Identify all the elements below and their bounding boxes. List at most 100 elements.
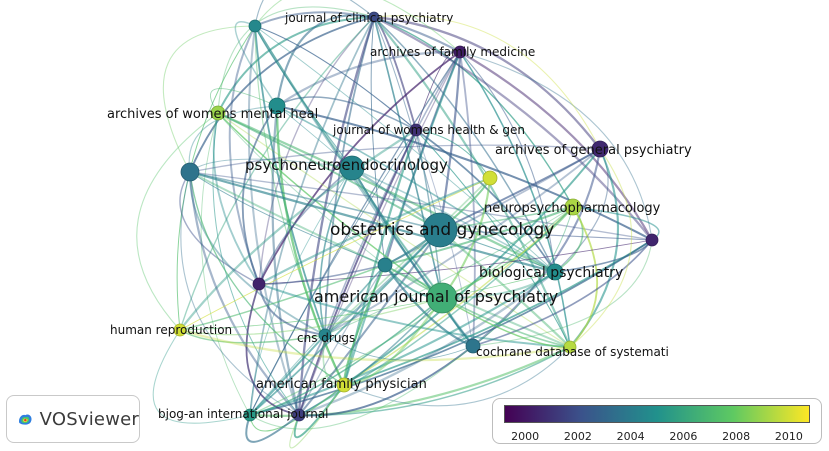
network-link	[217, 15, 375, 114]
network-link	[254, 25, 556, 273]
network-link	[298, 264, 386, 416]
network-link	[298, 345, 474, 417]
network-link	[210, 88, 278, 114]
network-link	[384, 264, 474, 348]
network-link	[276, 96, 417, 131]
network-link	[254, 25, 326, 336]
network-link	[249, 297, 443, 416]
journal-node-neuropsychopharmacology[interactable]	[564, 198, 582, 216]
network-link	[441, 297, 571, 348]
network-link	[200, 112, 251, 416]
network-link	[179, 16, 375, 331]
legend-tick-label: 2008	[722, 430, 751, 443]
journal-label[interactable]: archives of general psychiatry	[495, 143, 692, 158]
network-link	[188, 105, 278, 173]
network-link	[373, 15, 601, 150]
journal-label[interactable]: neuropsychopharmacology	[484, 201, 661, 216]
journal-label[interactable]: cns drugs	[297, 331, 355, 345]
legend-tick-label: 2006	[669, 430, 698, 443]
journal-label[interactable]: obstetrics and gynecology	[330, 220, 554, 240]
journal-node[interactable]	[482, 170, 498, 186]
network-link	[189, 171, 571, 348]
network-link	[189, 171, 326, 336]
network-link	[373, 16, 556, 273]
journal-node-biological-psychiatry[interactable]	[546, 263, 564, 281]
network-link	[459, 51, 653, 241]
network-link	[373, 16, 441, 231]
network-link	[179, 329, 326, 344]
journal-node[interactable]	[180, 162, 200, 182]
journal-label[interactable]: biological psychiatry	[479, 265, 623, 281]
journal-node-american-journal-of-psychiatry[interactable]	[426, 282, 458, 314]
network-link	[254, 25, 417, 131]
journal-label[interactable]: human reproduction	[110, 323, 232, 337]
network-link	[249, 206, 574, 416]
network-link	[415, 129, 443, 299]
journal-node[interactable]	[252, 277, 266, 291]
network-link	[258, 16, 375, 285]
journal-label[interactable]: bjog-an international journal	[158, 407, 329, 421]
network-link	[439, 148, 601, 231]
legend-tick-label: 2004	[616, 430, 645, 443]
network-link	[217, 112, 443, 299]
network-link	[373, 16, 574, 208]
network-labels: journal of clinical psychiatry archives o…	[107, 11, 692, 421]
journal-label[interactable]: journal of clinical psychiatry	[284, 11, 453, 25]
journal-node-archives-of-family-medicine[interactable]	[453, 45, 467, 59]
journal-node-american-family-physician[interactable]	[336, 377, 352, 393]
journal-label[interactable]: journal of womens health & gen	[332, 123, 525, 137]
network-link	[212, 112, 260, 285]
network-link	[245, 283, 300, 416]
journal-label[interactable]: archives of womens mental heal	[107, 107, 318, 122]
network-link	[298, 271, 556, 417]
network-link	[384, 206, 574, 266]
brand-name: VOSviewer	[39, 408, 139, 430]
network-link	[217, 112, 386, 266]
journal-node-journal-of-womens-health-gen[interactable]	[409, 123, 423, 137]
network-link	[342, 129, 418, 386]
journal-node[interactable]	[645, 233, 659, 247]
journal-label[interactable]: psychoneuroendocrinology	[245, 156, 448, 174]
journal-node[interactable]	[248, 19, 262, 33]
journal-label[interactable]: archives of family medicine	[370, 45, 535, 59]
network-link	[179, 129, 417, 331]
network-link	[249, 345, 571, 417]
network-link	[189, 170, 556, 274]
network-link	[258, 239, 653, 285]
journal-node-journal-of-clinical-psychiatry[interactable]	[368, 11, 380, 23]
network-link	[343, 346, 571, 407]
journal-node-cochrane-database-of-systemati[interactable]	[563, 340, 577, 354]
network-link	[572, 206, 660, 241]
network-link	[189, 171, 345, 386]
network-link	[384, 148, 601, 266]
network-link	[249, 229, 441, 416]
network-link	[254, 25, 353, 169]
journal-node-archives-of-general-psychiatry[interactable]	[591, 140, 609, 158]
legend-tick-label: 2002	[563, 430, 592, 443]
network-link	[258, 167, 353, 285]
journal-node-bjog-an-international-journal[interactable]	[292, 408, 306, 422]
network-link	[459, 51, 476, 347]
journal-node-cns-drugs[interactable]	[318, 328, 332, 342]
network-link	[254, 0, 375, 27]
network-link	[217, 6, 375, 114]
network-link	[249, 16, 375, 416]
network-link	[180, 171, 300, 416]
journal-node-human-reproduction[interactable]	[173, 323, 187, 337]
journal-node-archives-of-womens-mental-heal[interactable]	[210, 105, 226, 121]
journal-label[interactable]: cochrane database of systemati	[476, 345, 669, 359]
journal-node[interactable]	[243, 408, 257, 422]
journal-node-obstetrics-and-gynecology[interactable]	[422, 212, 458, 248]
journal-label[interactable]: american family physician	[256, 377, 427, 392]
journal-node[interactable]	[268, 97, 286, 115]
journal-node[interactable]	[465, 338, 481, 354]
network-link	[343, 297, 443, 387]
journal-node-psychoneuroendocrinology[interactable]	[339, 155, 365, 181]
network-link	[245, 414, 300, 443]
journal-node[interactable]	[377, 257, 393, 273]
network-link	[254, 11, 461, 53]
journal-label[interactable]: american journal of psychiatry	[314, 287, 558, 306]
network-link	[249, 239, 653, 416]
network-link	[189, 16, 375, 173]
